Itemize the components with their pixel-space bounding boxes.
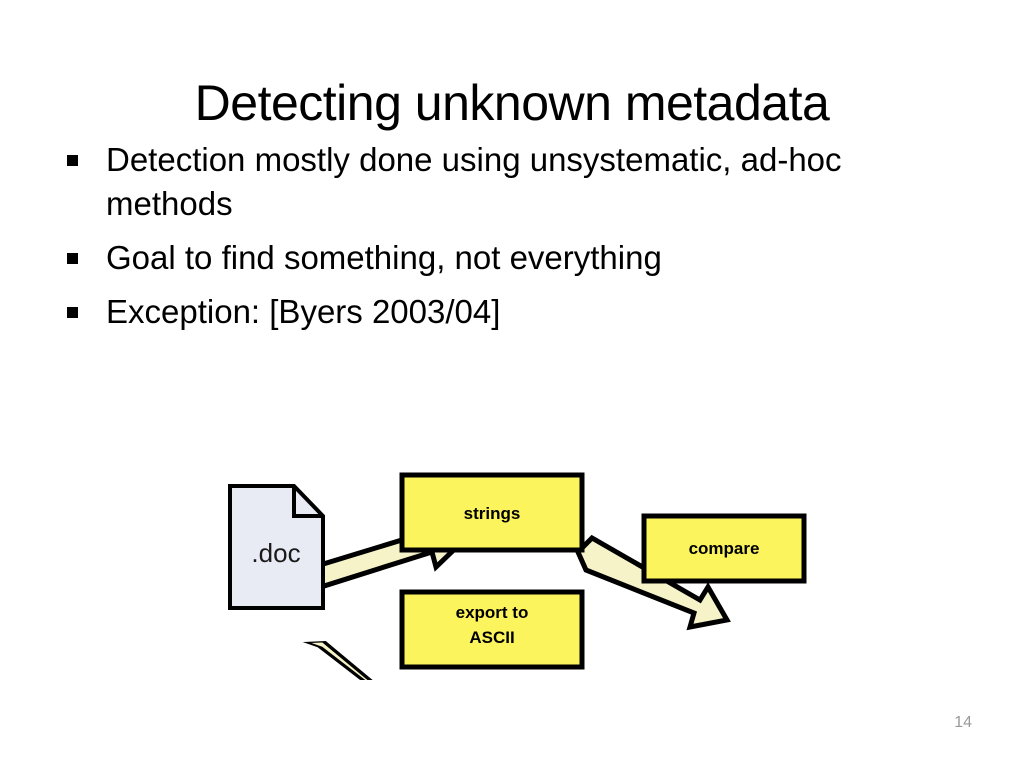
metadata-detection-flow-diagram: .doc strings export to ASCII compare xyxy=(200,440,860,680)
node-strings-label: strings xyxy=(464,504,521,523)
bullet-item: Goal to find something, not everything xyxy=(60,236,960,280)
arrow-doc-to-export xyxy=(302,641,373,680)
node-export-label-line2: ASCII xyxy=(469,628,514,647)
node-compare-label: compare xyxy=(689,539,760,558)
page-number: 14 xyxy=(954,714,972,731)
square-bullet-icon xyxy=(67,307,78,318)
bullet-text: Exception: [Byers 2003/04] xyxy=(106,293,501,330)
node-doc: .doc xyxy=(228,484,325,610)
bullet-item: Exception: [Byers 2003/04] xyxy=(60,290,960,334)
bullet-text: Goal to find something, not everything xyxy=(106,239,662,276)
square-bullet-icon xyxy=(67,253,78,264)
node-compare: compare xyxy=(641,513,807,584)
node-strings: strings xyxy=(399,472,585,553)
node-doc-label: .doc xyxy=(251,538,300,568)
bullet-text: Detection mostly done using unsystematic… xyxy=(106,141,842,222)
bullet-list: Detection mostly done using unsystematic… xyxy=(60,138,960,344)
slide-title: Detecting unknown metadata xyxy=(194,74,830,131)
node-export: export to ASCII xyxy=(399,589,585,670)
node-export-label-line1: export to xyxy=(456,603,529,622)
bullet-item: Detection mostly done using unsystematic… xyxy=(60,138,960,226)
square-bullet-icon xyxy=(67,155,78,166)
